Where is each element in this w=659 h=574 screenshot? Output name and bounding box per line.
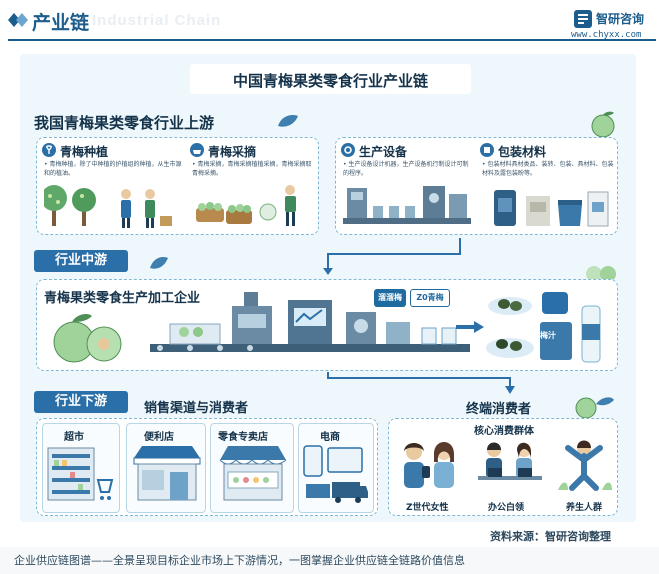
- brand-badge: 溜溜梅: [374, 289, 406, 307]
- upstream-item-note: • 青梅采摘，青梅采摘植植采摘，青梅采摘取青梅采摘。: [192, 161, 312, 177]
- ecommerce-icon: [303, 445, 368, 503]
- upstream-title: 我国青梅果类零食行业上游: [34, 114, 215, 132]
- diamond-logo-icon: [8, 13, 28, 27]
- plum-pair-icon: [586, 266, 616, 282]
- upstream-item-label: 青梅种植: [60, 145, 109, 159]
- brand-url[interactable]: www.chyxx.com: [571, 30, 642, 40]
- upstream-item-note: • 青梅种植，除了中种植的护植组的种植，从生市源和的植油。: [44, 161, 182, 177]
- flow-arrow-upstream: [323, 238, 461, 275]
- downstream-tab: 行业下游: [34, 391, 128, 413]
- snack-shop-icon: [219, 446, 287, 501]
- gen-z-women-icon: [404, 442, 454, 488]
- brand-logo-icon: [574, 10, 592, 28]
- header-title: 产业链: [32, 12, 90, 34]
- arrow-right-icon: [456, 321, 484, 333]
- leaf-icon: [150, 257, 168, 269]
- convenience-store-icon: [133, 446, 201, 501]
- orchard-illustration-icon: [44, 185, 172, 228]
- footer-text: 企业供应链图谱——全景呈现目标企业市场上下游情况，一图掌握企业供应链全链路价值信…: [14, 554, 465, 567]
- midstream-title: 青梅果类零食生产加工企业: [44, 291, 201, 306]
- group-label: 办公白领: [488, 503, 525, 513]
- footer-band: [0, 547, 659, 574]
- fresh-plums-icon: [53, 314, 122, 363]
- upstream-item-note: • 生产设备设计机器，生产设备机行制设计可制的程序。: [343, 161, 469, 177]
- harvest-illustration-icon: [196, 185, 296, 226]
- channel-label: 电商: [320, 432, 340, 443]
- leaf-icon: [278, 115, 298, 127]
- channels-title: 销售渠道与消费者: [144, 401, 249, 416]
- planting-icon: [42, 143, 56, 157]
- plum-leaf-icon: [575, 397, 614, 419]
- midstream-tab: 行业中游: [34, 250, 128, 272]
- channel-label: 超市: [64, 432, 84, 443]
- packaging-illustration-icon: [494, 190, 609, 227]
- brand-badge: Z0青梅: [410, 289, 450, 307]
- main-title: 中国青梅果类零食行业产业链: [232, 72, 428, 90]
- plum-icon: [591, 111, 615, 138]
- group-label: Z世代女性: [406, 503, 449, 513]
- wellness-yoga-icon: [558, 440, 612, 491]
- upstream-item-note: • 包装材料具材类品、装转、包装、具材料、包装材料及露包装盼等。: [482, 161, 614, 177]
- upstream-item-label: 青梅采摘: [208, 145, 257, 159]
- office-workers-icon: [478, 442, 542, 480]
- header-divider: [8, 39, 656, 41]
- flow-arrow-midstream: [327, 372, 515, 394]
- upstream-item-label: 生产设备: [359, 145, 408, 159]
- gear-icon: [341, 143, 355, 157]
- group-title: 核心消费群体: [474, 426, 534, 437]
- source-note: 资料来源：智研咨询整理: [490, 530, 611, 543]
- channel-label: 便利店: [144, 432, 174, 443]
- brand-name: 智研咨询: [596, 12, 645, 26]
- group-label: 养生人群: [566, 503, 603, 513]
- production-line-icon: [150, 292, 470, 352]
- header-watermark: Industrial Chain: [92, 12, 222, 29]
- main-title-bar: [190, 64, 471, 94]
- snack-products-icon: [486, 292, 601, 363]
- channel-label: 零食专卖店: [218, 432, 268, 443]
- supermarket-icon: [47, 447, 114, 501]
- machinery-illustration-icon: [343, 186, 471, 224]
- basket-icon: [190, 143, 204, 157]
- product-label: 梅汁: [540, 331, 556, 340]
- consumer-title: 终端消费者: [466, 402, 532, 417]
- upstream-item-label: 包装材料: [498, 145, 547, 159]
- package-icon: [480, 143, 494, 157]
